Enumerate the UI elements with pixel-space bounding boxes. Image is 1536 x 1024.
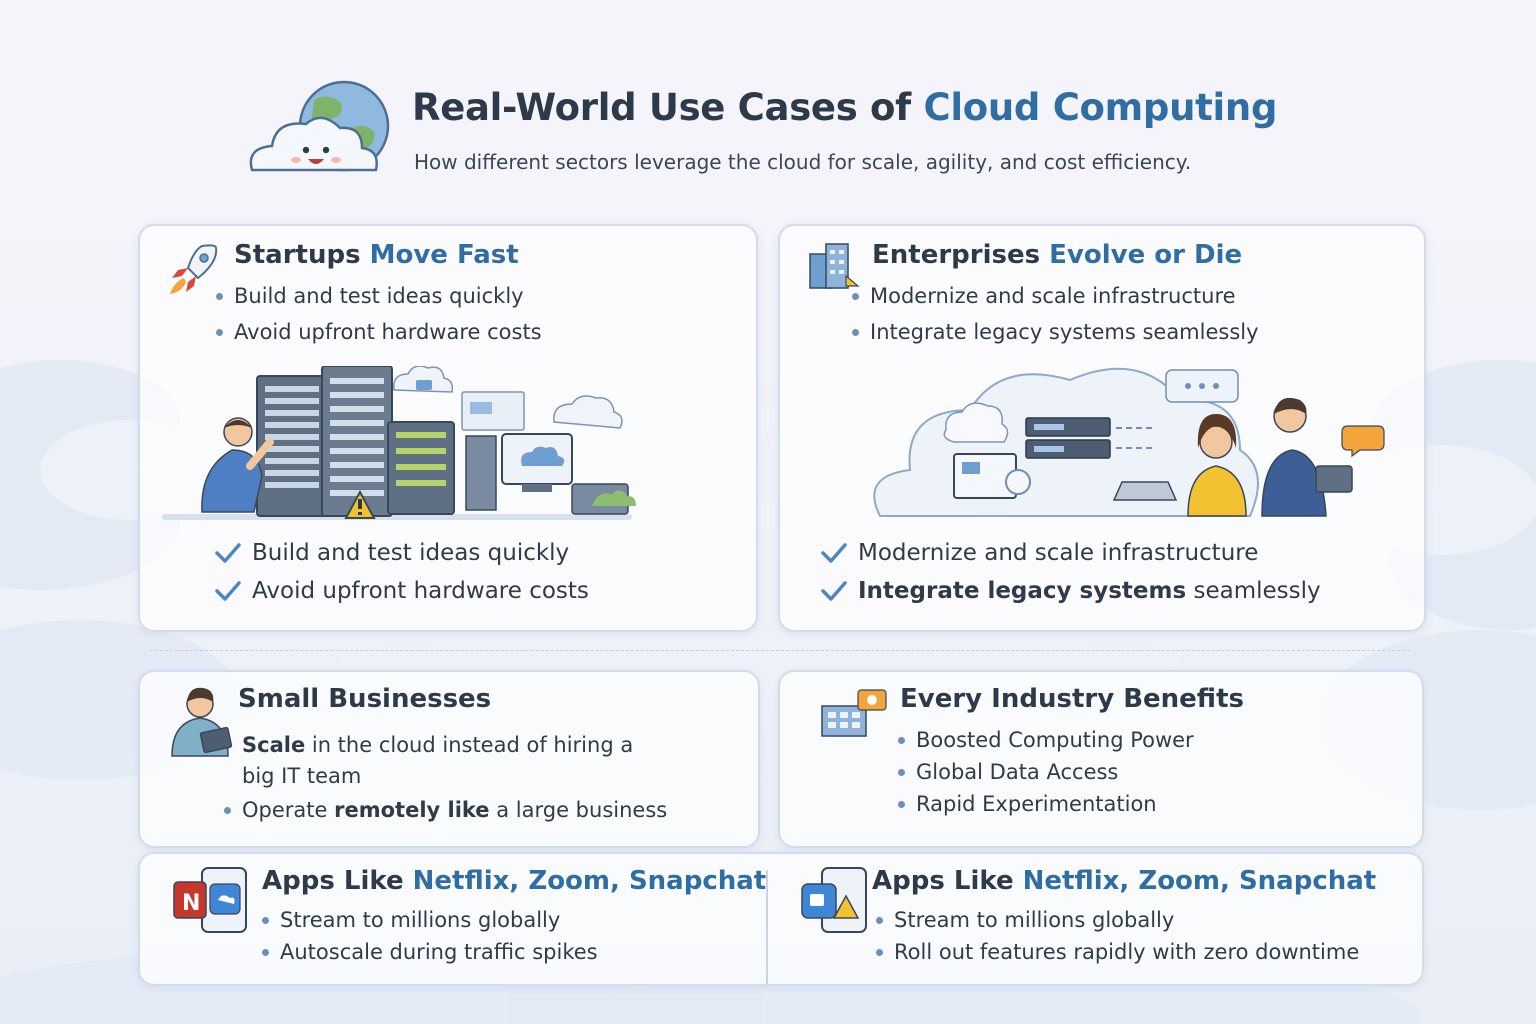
list-item: Build and test ideas quickly	[214, 540, 589, 566]
list-item: Global Data Access	[896, 760, 1194, 784]
list-item: Autoscale during traffic spikes	[260, 940, 598, 964]
startups-checks: Build and test ideas quickly Avoid upfro…	[214, 540, 589, 604]
section-divider	[150, 650, 1410, 651]
list-item: Avoid upfront hardware costs	[214, 320, 542, 344]
startups-title-highlight: Move Fast	[369, 240, 519, 270]
enterprises-card: Enterprises Evolve or Die Modernize and …	[778, 224, 1426, 632]
list-item: Avoid upfront hardware costs	[214, 578, 589, 604]
startups-bullets: Build and test ideas quickly Avoid upfro…	[214, 284, 542, 344]
every-industry-bullets: Boosted Computing Power Global Data Acce…	[896, 728, 1194, 816]
list-item: Integrate legacy systems seamlessly	[850, 320, 1259, 344]
every-industry-title: Every Industry Benefits	[900, 684, 1244, 714]
title-highlight: Cloud Computing	[923, 86, 1278, 129]
phone-zoom-warning-icon	[801, 867, 867, 933]
office-building-icon	[809, 243, 860, 289]
phone-apps-icon: N	[173, 867, 247, 933]
small-businesses-line-2: big IT team	[242, 764, 362, 788]
check-text: Avoid upfront hardware costs	[252, 578, 589, 604]
cloud-globe-mascot-icon	[249, 80, 390, 172]
enterprises-title: Enterprises Evolve or Die	[872, 240, 1243, 270]
checkmark-icon	[821, 543, 847, 563]
list-item: Modernize and scale infrastructure	[820, 540, 1321, 566]
person-with-tablet-icon	[171, 687, 233, 757]
list-item: Operate remotely like a large business	[222, 798, 667, 822]
rocket-icon	[170, 244, 218, 294]
enterprises-bullets: Modernize and scale infrastructure Integ…	[850, 284, 1259, 344]
industry-building-icon	[821, 689, 887, 737]
page-subtitle: How different sectors leverage the cloud…	[414, 150, 1192, 174]
svg-text:N: N	[182, 891, 200, 916]
page-title: Real-World Use Cases of Cloud Computing	[412, 86, 1278, 129]
small-businesses-text: Scale in the cloud instead of hiring a b…	[242, 730, 633, 792]
checkmark-icon	[215, 543, 241, 563]
check-text: seamlessly	[1186, 578, 1321, 604]
apps-right-bullets: Stream to millions globally Roll out fea…	[874, 908, 1359, 964]
list-item: Stream to millions globally	[260, 908, 598, 932]
startups-title: Startups Move Fast	[234, 240, 519, 270]
small-businesses-line-1: Scale in the cloud instead of hiring a	[242, 733, 634, 757]
list-item: Integrate legacy systems seamlessly	[820, 578, 1321, 604]
apps-right-title: Apps Like Netflix, Zoom, Snapchat	[872, 866, 1377, 896]
checkmark-icon	[215, 581, 241, 601]
list-item: Boosted Computing Power	[896, 728, 1194, 752]
enterprises-checks: Modernize and scale infrastructure Integ…	[820, 540, 1321, 604]
list-item: Roll out features rapidly with zero down…	[874, 940, 1359, 964]
small-businesses-bullets: Operate remotely like a large business	[222, 798, 667, 822]
check-text: Build and test ideas quickly	[252, 540, 570, 566]
apps-divider	[766, 870, 768, 985]
list-item: Build and test ideas quickly	[214, 284, 542, 308]
apps-card	[138, 852, 1424, 986]
list-item: Modernize and scale infrastructure	[850, 284, 1259, 308]
small-businesses-card: Small Businesses Scale in the cloud inst…	[138, 670, 760, 848]
list-item: Rapid Experimentation	[896, 792, 1194, 816]
small-businesses-title: Small Businesses	[238, 684, 492, 714]
enterprises-title-highlight: Evolve or Die	[1049, 240, 1243, 270]
list-item: Stream to millions globally	[874, 908, 1359, 932]
server-room-illustration	[162, 366, 636, 520]
checkmark-icon	[821, 581, 847, 601]
apps-left-bullets: Stream to millions globally Autoscale du…	[260, 908, 598, 964]
apps-left-title-highlight: Netflix, Zoom, Snapchat	[412, 866, 767, 896]
check-text: Modernize and scale infrastructure	[858, 540, 1259, 566]
every-industry-card: Every Industry Benefits Boosted Computin…	[778, 670, 1424, 848]
apps-left-title: Apps Like Netflix, Zoom, Snapchat	[262, 866, 767, 896]
check-text-bold: Integrate legacy systems	[858, 578, 1187, 604]
startups-card: Startups Move Fast Build and test ideas …	[138, 224, 758, 632]
apps-right-title-highlight: Netflix, Zoom, Snapchat	[1022, 866, 1377, 896]
cloud-migration-team-illustration	[873, 367, 1385, 517]
